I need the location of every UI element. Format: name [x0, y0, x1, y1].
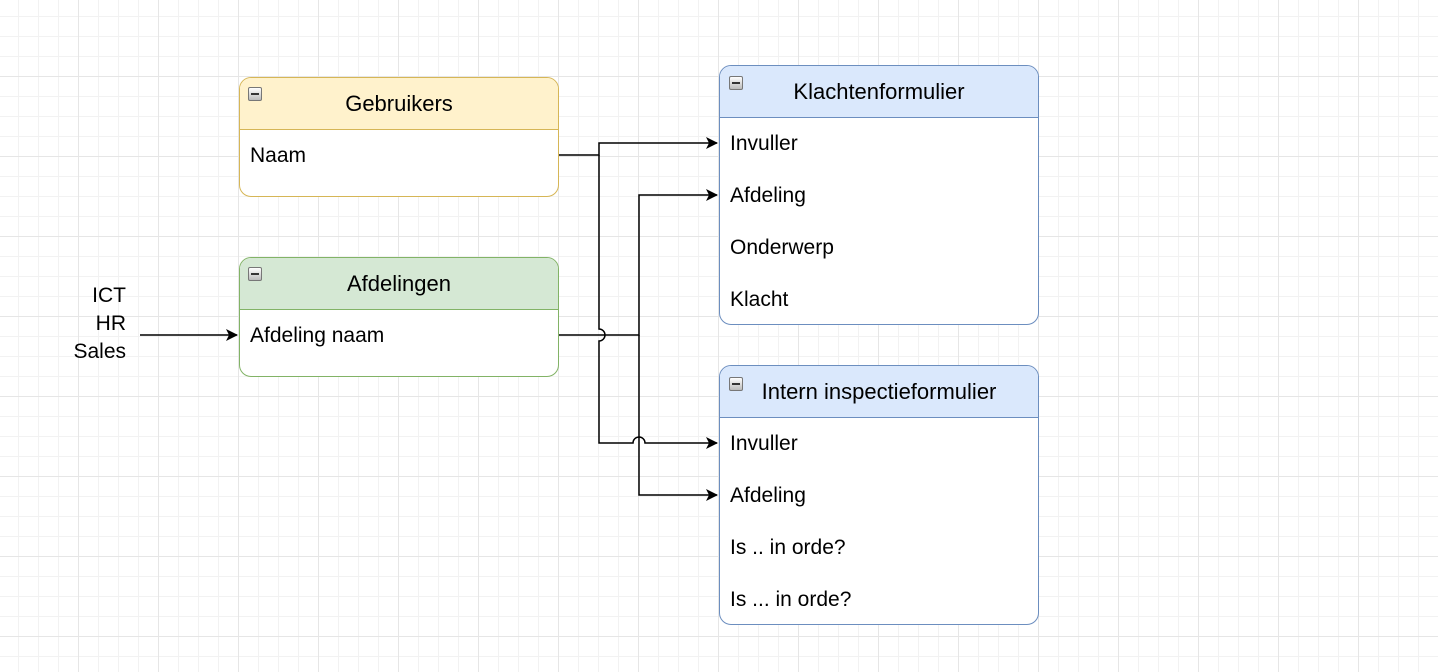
department-value-sales: Sales	[73, 340, 126, 363]
field-afdeling[interactable]: Afdeling	[730, 484, 806, 507]
entity-header[interactable]: Gebruikers	[240, 78, 558, 130]
entity-title: Intern inspectieformulier	[761, 378, 997, 404]
connector-naam-to-inspectie-invuller[interactable]	[598, 155, 718, 449]
collapse-icon[interactable]	[729, 377, 743, 391]
field-invuller[interactable]: Invuller	[730, 432, 798, 455]
collapse-icon[interactable]	[729, 76, 743, 90]
connector-naam-to-klachten-invuller[interactable]	[559, 137, 718, 156]
entity-title: Gebruikers	[345, 90, 453, 116]
department-value-ict: ICT	[92, 284, 126, 307]
entity-klachtenformulier[interactable]: Klachtenformulier Invuller Afdeling Onde…	[719, 65, 1039, 325]
field-afdeling[interactable]: Afdeling	[730, 184, 806, 207]
field-check-1[interactable]: Is .. in orde?	[730, 536, 846, 559]
field-afdeling-naam[interactable]: Afdeling naam	[250, 324, 385, 347]
connector-afdeling-to-klachten-afdeling[interactable]	[559, 189, 718, 336]
collapse-icon[interactable]	[248, 267, 262, 281]
field-invuller[interactable]: Invuller	[730, 132, 798, 155]
connector-afdeling-to-inspectie-afdeling[interactable]	[638, 335, 718, 501]
entity-afdelingen[interactable]: Afdelingen Afdeling naam	[239, 257, 559, 377]
field-klacht[interactable]: Klacht	[730, 288, 789, 311]
entity-gebruikers[interactable]: Gebruikers Naam	[239, 77, 559, 197]
entity-header[interactable]: Klachtenformulier	[720, 66, 1038, 118]
field-onderwerp[interactable]: Onderwerp	[730, 236, 834, 259]
entity-inspectieformulier[interactable]: Intern inspectieformulier Invuller Afdel…	[719, 365, 1039, 625]
field-naam[interactable]: Naam	[250, 144, 307, 167]
entity-title: Afdelingen	[347, 270, 451, 296]
department-value-hr: HR	[95, 312, 126, 335]
field-check-2[interactable]: Is ... in orde?	[730, 588, 852, 611]
entity-header[interactable]: Intern inspectieformulier	[720, 366, 1038, 418]
entity-header[interactable]: Afdelingen	[240, 258, 558, 310]
entity-title: Klachtenformulier	[793, 78, 965, 104]
collapse-icon[interactable]	[248, 87, 262, 101]
